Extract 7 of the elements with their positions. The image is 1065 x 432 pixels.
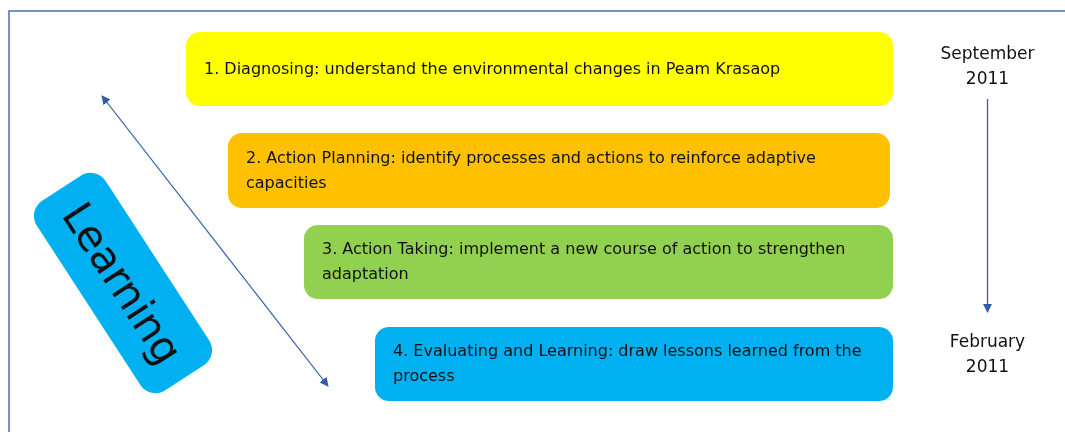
arrow: [983, 98, 992, 313]
step-box: 1. Diagnosing: understand the environmental changes in Peam Krasaop: [186, 32, 893, 106]
step-box: 3. Action Taking: implement a new course of action to strengthen adaptation: [304, 225, 893, 299]
date-label: February 2011: [930, 324, 1045, 384]
date-label: September 2011: [930, 36, 1045, 96]
step-box: 4. Evaluating and Learning: draw lessons learned from the process: [375, 327, 893, 401]
step-box: 2. Action Planning: identify processes and actions to reinforce adaptive capacities: [228, 133, 890, 208]
